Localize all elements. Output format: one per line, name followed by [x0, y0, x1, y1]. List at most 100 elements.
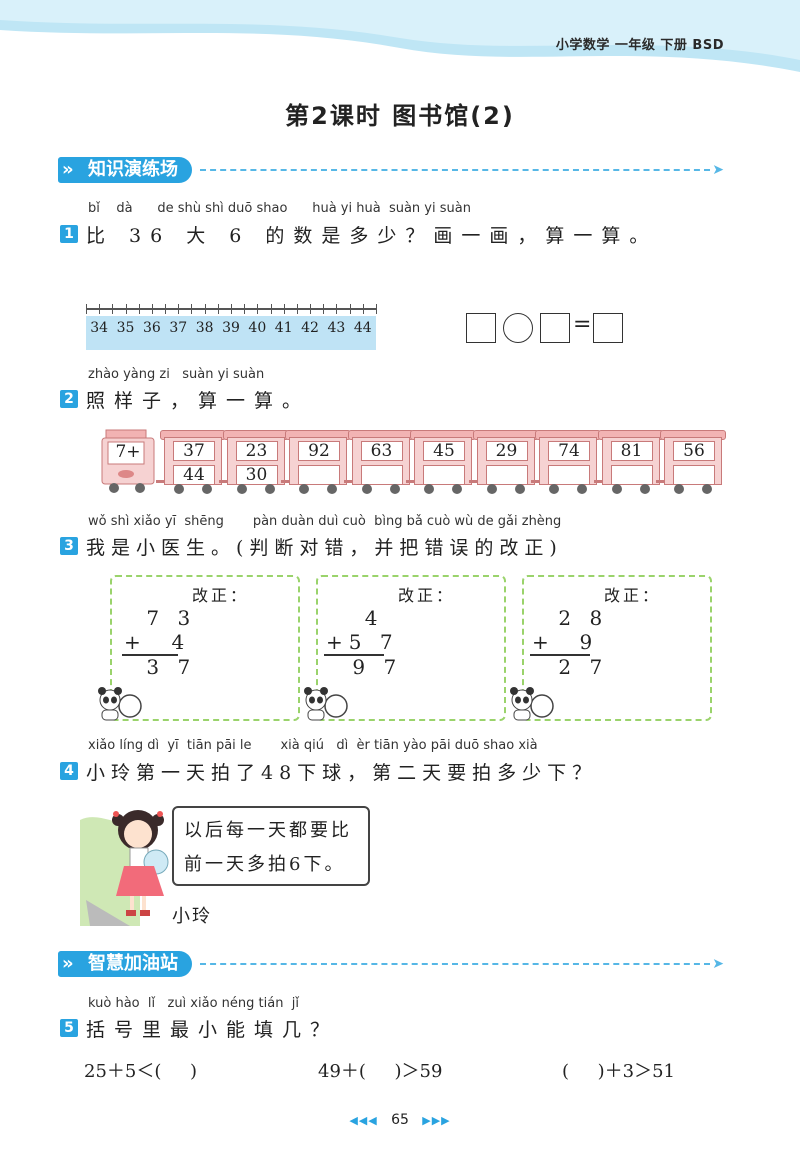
calc-addend-2: +5 7 — [326, 630, 399, 654]
q2-pinyin: zhào yàng zi suàn yi suàn — [88, 367, 265, 382]
car-top-number: 74 — [548, 441, 590, 461]
train-wheel — [299, 484, 309, 494]
number-line-label: 44 — [353, 320, 372, 336]
number-line-tick — [138, 304, 140, 314]
train-car: 74 — [535, 430, 601, 490]
number-line-tick — [244, 304, 246, 314]
car-answer-box[interactable] — [423, 465, 465, 485]
q5-text: 括号里最小能填几？ — [86, 1019, 339, 1041]
car-answer-box[interactable]: 30 — [235, 465, 278, 485]
page-number: 65 — [391, 1112, 409, 1128]
number-line-tick — [204, 304, 206, 314]
speech-bubble: 以后每一天都要比 前一天多拍6下。 — [172, 806, 370, 886]
car-top-number: 63 — [360, 441, 403, 461]
number-line-tick — [112, 304, 114, 314]
calc-rule — [122, 654, 178, 656]
train-link — [531, 480, 539, 483]
calc-rule — [324, 654, 384, 656]
car-answer-box[interactable] — [360, 465, 403, 485]
train-wheel — [611, 484, 622, 494]
correction-label: 改正： — [192, 586, 250, 605]
number-line-tick — [323, 304, 325, 314]
inequality-item[interactable]: ( )＋3＞51 — [562, 1061, 676, 1082]
train-link — [593, 480, 602, 483]
character-name: 小玲 — [172, 906, 212, 927]
q4-number: 4 — [60, 762, 78, 780]
calc-sum: 2 7 — [546, 655, 609, 679]
q3-pinyin: wǒ shì xiǎo yī shēng pàn duàn duì cuò bì… — [88, 514, 562, 529]
train-link — [156, 480, 164, 483]
inequality-item[interactable]: 49＋( )＞59 — [318, 1061, 443, 1082]
number-line-label: 40 — [248, 320, 267, 336]
panda-icon — [510, 687, 554, 721]
train-wheel — [514, 484, 525, 494]
car-answer-box[interactable] — [548, 465, 590, 485]
q1-text: 比 36 大 6 的数是多少？画一画，算一算。 — [86, 225, 658, 247]
train-link — [281, 480, 289, 483]
inequality-item[interactable]: 25＋5＜( ) — [84, 1061, 198, 1082]
number-line-label: 41 — [274, 320, 293, 336]
bubble-line-1: 以后每一天都要比 — [184, 820, 352, 841]
panda-icon — [98, 687, 142, 721]
number-line: 34 35 36 37 38 39 40 41 42 43 44 — [86, 302, 377, 350]
section-banner-challenge: »智慧加油站 ➤ — [58, 950, 724, 978]
number-line-tick — [125, 304, 127, 314]
header-book-info: 小学数学 一年级 下册 BSD — [555, 38, 724, 53]
section-label: 智慧加油站 — [88, 953, 178, 974]
number-line-label: 36 — [142, 320, 161, 336]
train-wheel — [674, 484, 684, 494]
number-line-label: 43 — [327, 320, 346, 336]
correction-box: 改正： — [110, 575, 300, 721]
car-answer-box[interactable] — [673, 465, 715, 485]
train-wheel — [361, 484, 372, 494]
car-answer-box[interactable] — [485, 465, 528, 485]
q2-number: 2 — [60, 390, 78, 408]
number-line-tick — [283, 304, 285, 314]
car-top-number: 29 — [485, 441, 528, 461]
train-wheel — [202, 484, 212, 494]
arrow-end-icon: ➤ — [712, 956, 724, 972]
answer-box[interactable] — [466, 313, 496, 343]
number-line-tick — [191, 304, 193, 314]
train-car: 29 — [472, 430, 539, 490]
car-answer-box[interactable]: 44 — [173, 465, 215, 485]
page-footer: ◀◀◀ 65 ▶▶▶ — [0, 1112, 800, 1128]
number-line-tick — [99, 304, 101, 314]
left-arrows-icon: ◀◀◀ — [349, 1114, 378, 1127]
train-link — [468, 480, 477, 483]
number-line-label: 34 — [90, 320, 109, 336]
number-line-label: 39 — [222, 320, 240, 336]
train-wheel — [236, 484, 247, 494]
car-top-number: 23 — [235, 441, 278, 461]
number-line-tick — [376, 304, 377, 314]
calc-addend-1: 7 3 — [134, 606, 197, 630]
answer-box[interactable] — [540, 313, 570, 343]
number-line-tick — [231, 304, 232, 314]
engine-expression: 7+ — [115, 442, 141, 462]
train-wheel — [174, 484, 184, 494]
train-car: 56 — [660, 430, 726, 490]
q2-text: 照样子，算一算。 — [86, 390, 311, 412]
q1-pinyin: bǐ dà de shù shì duō shao huà yi huà suà… — [88, 201, 471, 216]
answer-box[interactable] — [593, 313, 623, 343]
panda-icon — [304, 687, 348, 721]
girl-illustration — [80, 810, 169, 926]
train-wheel — [424, 484, 434, 494]
number-line-tick — [178, 304, 180, 314]
calc-addend-2: + 9 — [532, 630, 599, 654]
correction-box: 改正： — [316, 575, 506, 721]
car-answer-box[interactable] — [298, 465, 340, 485]
q3-text: 我是小医生。(判断对错，并把错误的改正) — [86, 537, 563, 559]
train-link — [656, 480, 664, 483]
number-line-label: 38 — [195, 320, 214, 336]
q1-number: 1 — [60, 225, 78, 243]
number-line-label: 35 — [116, 320, 135, 336]
bubble-line-2: 前一天多拍6下。 — [184, 854, 346, 875]
car-answer-box[interactable] — [610, 465, 653, 485]
number-line-tick — [165, 304, 167, 314]
operator-circle[interactable] — [503, 313, 533, 343]
number-line-tick — [270, 304, 272, 314]
number-line-tick — [86, 304, 87, 314]
train-wheel — [452, 484, 462, 494]
